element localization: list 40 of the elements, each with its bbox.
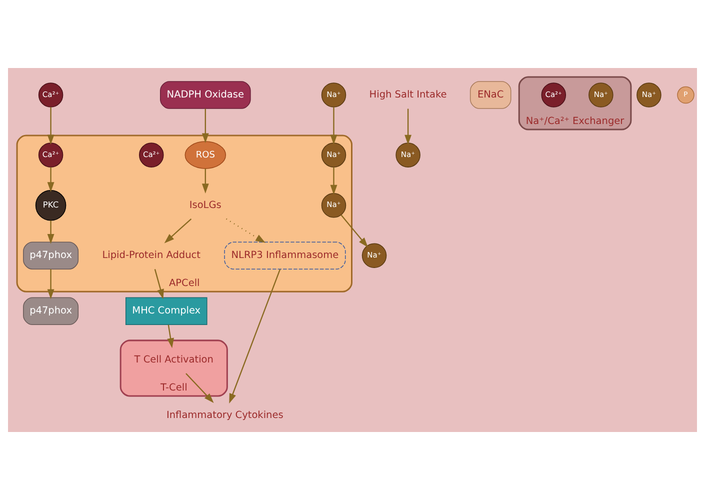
node-text: High Salt Intake <box>369 90 447 101</box>
node-text: IsoLGs <box>189 200 222 211</box>
arrow <box>202 168 209 194</box>
arrow <box>202 108 209 144</box>
arrow <box>226 218 266 243</box>
node-circle: Na⁺ <box>321 82 346 108</box>
node-text: Lipid-Protein Adduct <box>102 250 200 262</box>
node-circle: PKC <box>35 190 66 221</box>
node-circle: Ca²⁺ <box>138 142 164 168</box>
node-circle: Na⁺ <box>396 142 420 168</box>
arrow <box>330 167 338 195</box>
node-circle: Na⁺ <box>321 142 346 168</box>
node-text: Inflammatory Cytokines <box>166 410 284 422</box>
arrow <box>47 107 54 145</box>
arrow <box>340 214 368 248</box>
arrow <box>154 269 164 300</box>
node-ellipse: ROS <box>184 141 226 169</box>
node-text: T Cell Activation <box>134 354 214 366</box>
arrow <box>47 220 54 244</box>
arrow <box>404 108 412 145</box>
node-box: MHC Complex <box>125 297 208 326</box>
node-circle: Na⁺ <box>321 192 346 218</box>
arrow <box>164 218 192 244</box>
arrow <box>229 269 281 404</box>
arrow <box>330 107 338 145</box>
node-circle: Ca²⁺ <box>541 82 566 108</box>
node-box: NLRP3 Inflammasome <box>224 242 346 270</box>
node-circle: Na⁺ <box>362 243 387 268</box>
arrow <box>167 324 174 348</box>
arrow <box>47 269 54 300</box>
node-box: p47phox <box>23 242 79 270</box>
node-box: p47phox <box>23 297 79 326</box>
node-box: NADPH Oxidase <box>160 81 251 109</box>
node-circle: Ca²⁺ <box>38 142 64 168</box>
node-box: ENaC <box>470 81 512 109</box>
arrow <box>47 167 54 192</box>
arrow <box>186 373 214 403</box>
node-circle: Ca²⁺ <box>38 82 64 108</box>
node-circle: Na⁺ <box>636 82 662 108</box>
node-circle: Na⁺ <box>588 82 614 108</box>
